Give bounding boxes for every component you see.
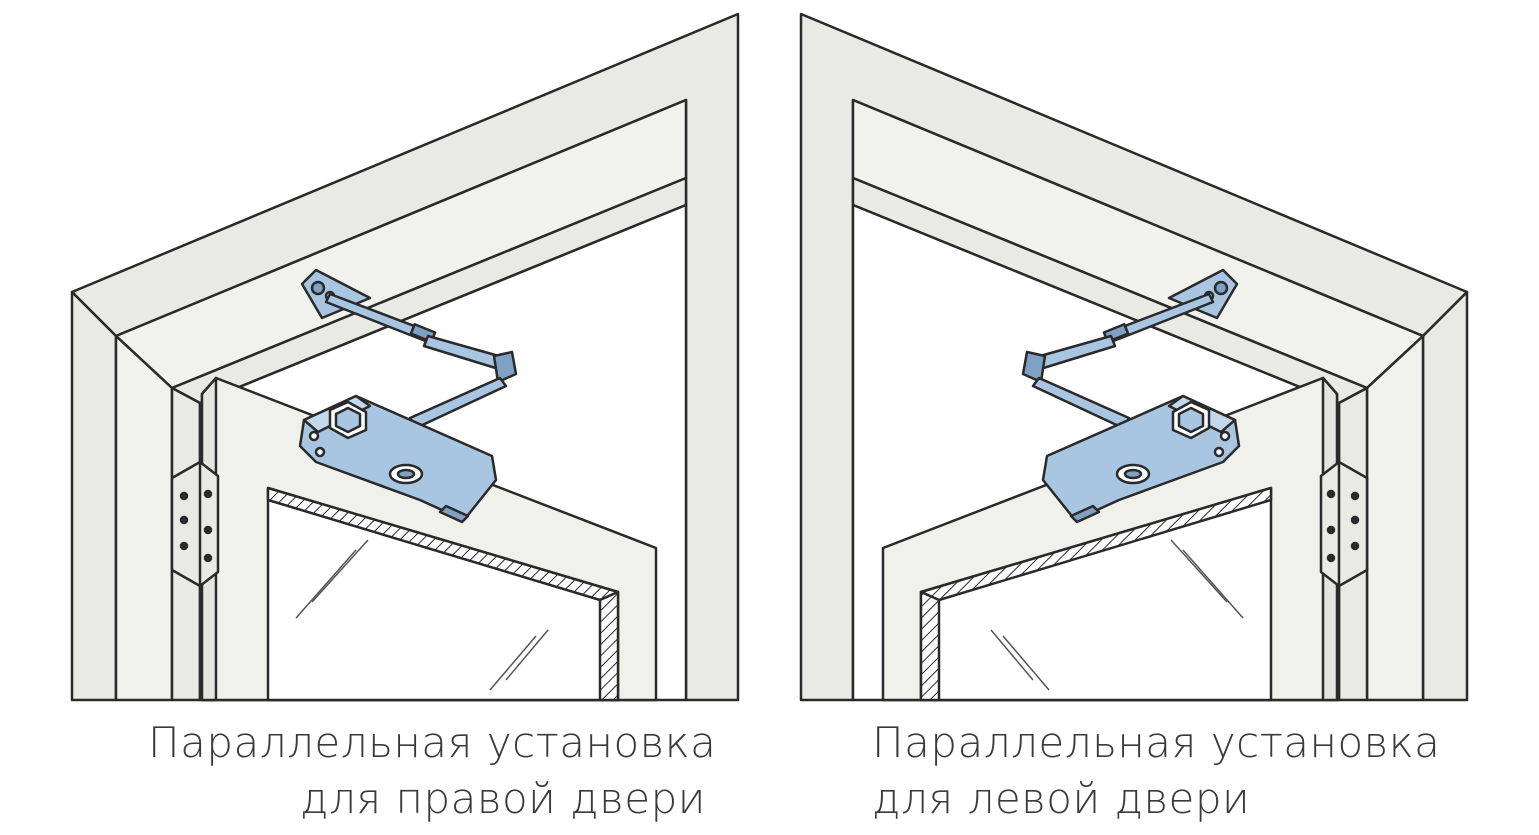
door-frame-jamb-right bbox=[1421, 290, 1469, 702]
glass-bead-right bbox=[598, 590, 620, 702]
right-door-illustration bbox=[70, 12, 740, 702]
left-door-caption-line1: Параллельная установка bbox=[872, 718, 1441, 767]
hinge bbox=[170, 460, 220, 588]
glass-bead-left bbox=[919, 590, 941, 702]
door-closer-left bbox=[1021, 268, 1241, 524]
hinge bbox=[1319, 460, 1369, 588]
left-door-illustration bbox=[799, 12, 1469, 702]
door-closer-right bbox=[298, 268, 518, 524]
right-door-caption-line2: для правой двери bbox=[300, 774, 706, 823]
right-door-caption-line1: Параллельная установка bbox=[148, 718, 717, 767]
door-frame-jamb-left bbox=[70, 290, 118, 702]
left-door-caption-line2: для левой двери bbox=[872, 774, 1251, 823]
